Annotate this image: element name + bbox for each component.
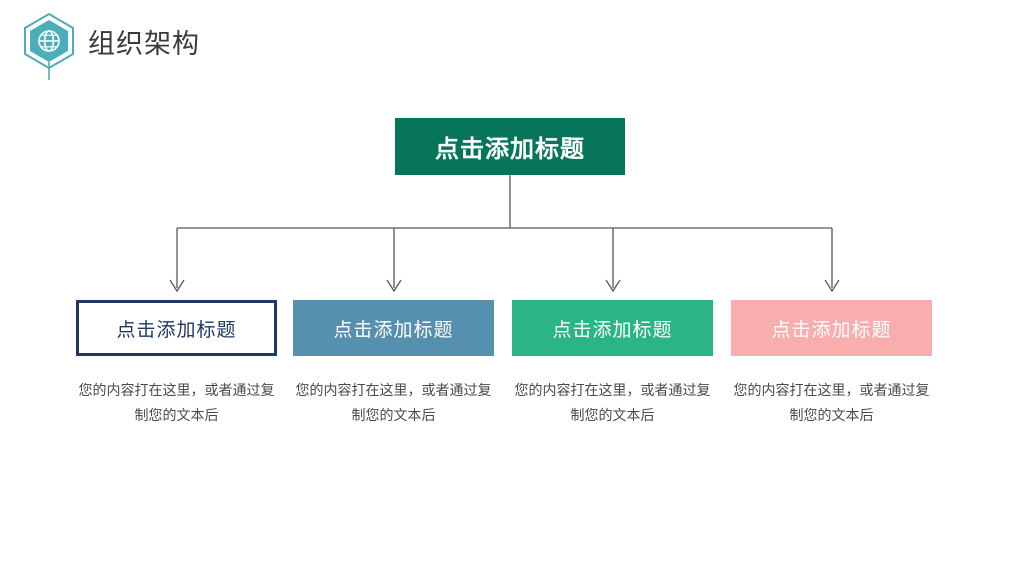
org-child-3-label: 点击添加标题 [552, 319, 673, 341]
org-child-2-box[interactable]: 点击添加标题 [293, 300, 494, 356]
org-child-4[interactable]: 点击添加标题 您的内容打在这里，或者通过复制您的文本后 [731, 300, 932, 428]
org-child-1-box[interactable]: 点击添加标题 [76, 300, 277, 356]
org-child-2-description: 您的内容打在这里，或者通过复制您的文本后 [295, 382, 492, 423]
org-child-3-box[interactable]: 点击添加标题 [512, 300, 713, 356]
org-child-1-label: 点击添加标题 [116, 319, 237, 341]
org-child-4-description: 您的内容打在这里，或者通过复制您的文本后 [733, 382, 930, 423]
slide-header: 组织架构 [0, 0, 1024, 90]
org-child-4-box[interactable]: 点击添加标题 [731, 300, 932, 356]
org-child-1-description: 您的内容打在这里，或者通过复制您的文本后 [78, 382, 275, 423]
page-title: 组织架构 [88, 29, 200, 59]
org-root-node[interactable]: 点击添加标题 [395, 118, 625, 175]
org-child-2-label: 点击添加标题 [333, 319, 454, 341]
org-child-3-description: 您的内容打在这里，或者通过复制您的文本后 [514, 382, 711, 423]
org-child-2[interactable]: 点击添加标题 您的内容打在这里，或者通过复制您的文本后 [293, 300, 494, 428]
org-child-1[interactable]: 点击添加标题 您的内容打在这里，或者通过复制您的文本后 [76, 300, 277, 428]
org-child-3[interactable]: 点击添加标题 您的内容打在这里，或者通过复制您的文本后 [512, 300, 713, 428]
globe-hexagon-icon [18, 12, 82, 80]
org-child-4-label: 点击添加标题 [771, 319, 892, 341]
org-root-label: 点击添加标题 [435, 136, 585, 163]
